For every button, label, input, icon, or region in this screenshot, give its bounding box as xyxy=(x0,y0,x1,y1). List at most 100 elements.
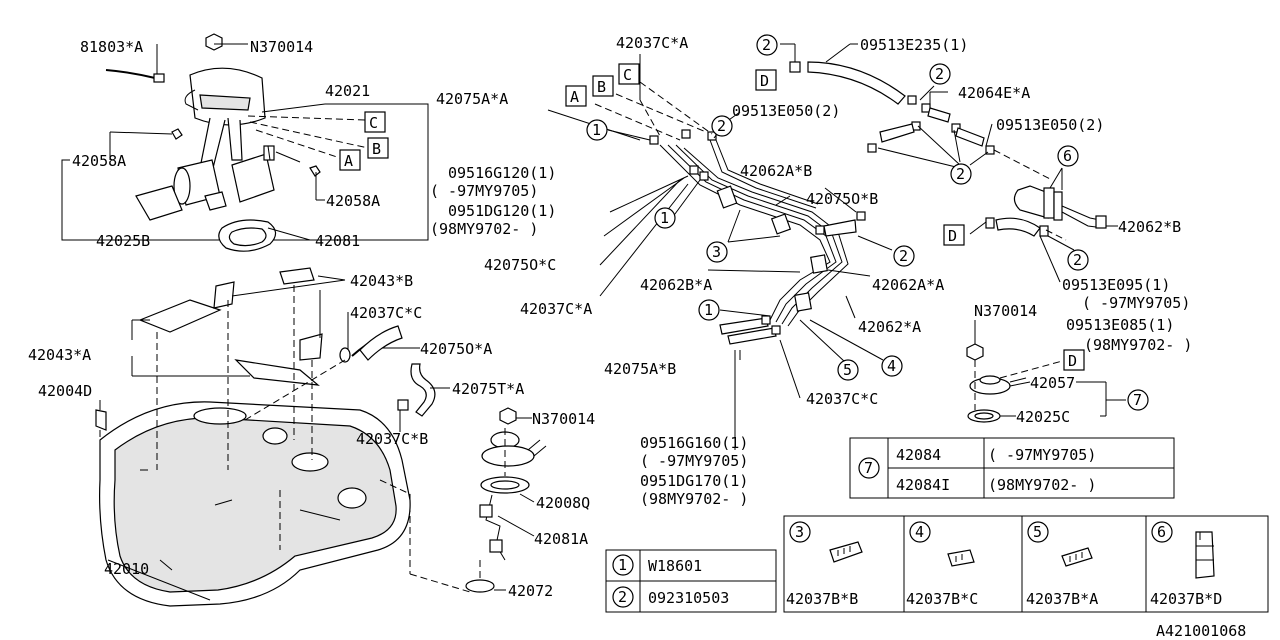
label-n370014-right: N370014 xyxy=(974,302,1037,320)
label-42025b: 42025B xyxy=(96,232,150,250)
label-81803a: 81803*A xyxy=(80,38,143,56)
label-0951dg170: 0951DG170(1) xyxy=(640,472,748,490)
legend-table-1-2: 1 W18601 2 092310503 xyxy=(605,549,777,613)
clip-panel-3-part: 42037B*B xyxy=(786,590,858,608)
num-circle-2-e: 2 xyxy=(956,165,965,183)
hose-09513e235 xyxy=(807,61,906,105)
clip-panel-6-number: 6 xyxy=(1157,523,1166,541)
label-09513e050-right: 09513E050(2) xyxy=(996,116,1104,134)
label-42072: 42072 xyxy=(508,582,553,600)
clip-panel-4-number: 4 xyxy=(915,523,924,541)
num-circle-6: 6 xyxy=(1063,147,1072,165)
clip-42037ba-drawing xyxy=(1061,547,1093,567)
nut-n370014-mid xyxy=(499,407,517,425)
screw-42058a xyxy=(171,128,183,140)
clip-panel-4-part: 42037B*C xyxy=(906,590,978,608)
label-42037ca-mid: 42037C*A xyxy=(520,300,592,318)
ref-box-c-lines: C xyxy=(623,66,632,84)
clip-panel-6: 6 42037B*D xyxy=(1150,521,1222,608)
label-42008q: 42008Q xyxy=(536,494,590,512)
canister-assembly-drawing xyxy=(1013,167,1107,229)
label-42043a: 42043*A xyxy=(28,346,91,364)
wire-harness xyxy=(105,69,156,79)
ref-box-b-lines: B xyxy=(597,78,606,96)
label-42037cb: 42037C*B xyxy=(356,430,428,448)
clip-panel-5-number: 5 xyxy=(1033,523,1042,541)
label-42037cc: 42037C*C xyxy=(350,304,422,322)
num-circle-5: 5 xyxy=(843,361,852,379)
fuel-tank-group: 42043*B 42043*A 42037C*C 42075O*A 42004D… xyxy=(28,267,524,607)
legend-row2-number: 2 xyxy=(618,588,627,606)
label-09516g160-range: ( -97MY9705) xyxy=(640,452,748,470)
legend7-row2-part: 42084I xyxy=(896,476,950,494)
hose-42075t-a xyxy=(410,363,436,417)
nut-n370014-right xyxy=(966,343,984,361)
label-42081a: 42081A xyxy=(534,530,588,548)
legend-row2-part: 092310503 xyxy=(648,589,729,607)
legend7-row1-range: ( -97MY9705) xyxy=(988,446,1096,464)
fuel-tube-bundle xyxy=(649,129,866,345)
label-42010: 42010 xyxy=(104,560,149,578)
label-42075oa: 42075O*A xyxy=(420,340,492,358)
legend7-row1-part: 42084 xyxy=(896,446,941,464)
clip-panel-5: 5 42037B*A xyxy=(1026,521,1098,608)
label-42058a-right: 42058A xyxy=(326,192,380,210)
label-09513e085: 09513E085(1) xyxy=(1066,316,1174,334)
label-n370014-top: N370014 xyxy=(250,38,313,56)
fuel-tank-drawing xyxy=(99,401,411,607)
pad-42043b-3 xyxy=(299,333,323,361)
screw-42058a-2 xyxy=(309,165,321,177)
label-09513e095: 09513E095(1) xyxy=(1062,276,1170,294)
label-09513e095-range: ( -97MY9705) xyxy=(1082,294,1190,312)
right-hose-group: 09513E235(1) 42064E*A 09513E050(2) 42062… xyxy=(755,34,1192,354)
num-circle-1-a: 1 xyxy=(592,121,601,139)
legend-table-7: 7 42084 ( -97MY9705) 42084I (98MY9702- ) xyxy=(849,437,1175,499)
label-09513e235: 09513E235(1) xyxy=(860,36,968,54)
ref-box-d-sender: D xyxy=(1068,352,1077,370)
clip-42037bd-drawing xyxy=(1195,531,1215,579)
num-circle-7-a: 7 xyxy=(1133,391,1142,409)
label-42025c: 42025C xyxy=(1016,408,1070,426)
bracket-42004d xyxy=(95,409,107,431)
clip-42037bc-drawing xyxy=(947,549,975,567)
ref-box-b-pump: B xyxy=(372,140,381,158)
ref-box-d-top: D xyxy=(760,72,769,90)
label-42081: 42081 xyxy=(315,232,360,250)
label-09516g120: 09516G120(1) xyxy=(448,164,556,182)
clip-panel-6-part: 42037B*D xyxy=(1150,590,1222,608)
clip-42037bb-drawing xyxy=(829,541,863,563)
label-42062aa: 42062A*A xyxy=(872,276,944,294)
legend7-number: 7 xyxy=(864,459,873,477)
fuel-pump-drawing xyxy=(135,67,301,221)
label-42075ab: 42075A*B xyxy=(604,360,676,378)
clip-panels: 3 42037B*B 4 42037B*C 5 42037B*A 6 42037… xyxy=(783,515,1269,613)
pad-42043a xyxy=(138,299,222,333)
num-circle-2-f: 2 xyxy=(1073,251,1082,269)
ref-box-c-pump: C xyxy=(369,114,378,132)
num-circle-2-b: 2 xyxy=(899,247,908,265)
diagram-id: A421001068 xyxy=(1156,622,1246,640)
label-42004d: 42004D xyxy=(38,382,92,400)
num-circle-2-d: 2 xyxy=(935,65,944,83)
label-42021: 42021 xyxy=(325,82,370,100)
sender-42057-drawing xyxy=(967,375,1027,423)
label-0951dg120-range: (98MY9702- ) xyxy=(430,220,538,238)
label-42037cc-center: 42037C*C xyxy=(806,390,878,408)
legend-row1-part: W18601 xyxy=(648,557,702,575)
label-0951dg120: 0951DG120(1) xyxy=(448,202,556,220)
fuel-pump-assembly-group: 81803*A N370014 42021 42058A 42058A 4202… xyxy=(61,33,429,252)
num-circle-2-c: 2 xyxy=(762,36,771,54)
num-circle-1-b: 1 xyxy=(660,209,669,227)
fuel-lines-group: 42037C*A 42075A*A 09516G120(1) ( -97MY97… xyxy=(430,34,944,508)
label-42062a: 42062*A xyxy=(858,318,921,336)
label-42062ab: 42062A*B xyxy=(740,162,812,180)
label-42037ca-top: 42037C*A xyxy=(616,34,688,52)
label-n370014-mid: N370014 xyxy=(532,410,595,428)
sender-unit-drawing xyxy=(465,431,547,593)
hose-09513e095 xyxy=(995,217,1041,237)
label-09516g160: 09516G160(1) xyxy=(640,434,748,452)
clip-panel-3-number: 3 xyxy=(795,523,804,541)
label-42075ta: 42075T*A xyxy=(452,380,524,398)
label-0951dg170-range: (98MY9702- ) xyxy=(640,490,748,508)
